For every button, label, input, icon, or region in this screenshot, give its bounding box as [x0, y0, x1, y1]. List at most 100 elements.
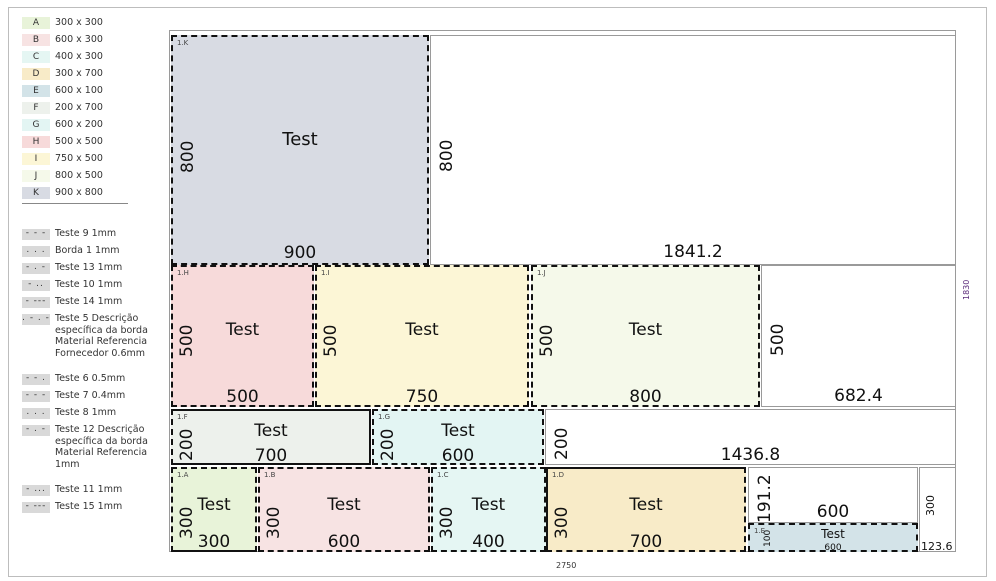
- edge-pattern-swatch: - ---: [22, 297, 50, 308]
- edge-label: Teste 6 0.5mm: [55, 373, 126, 384]
- piece-id: 1.B: [264, 471, 276, 479]
- edge-pattern-swatch: . . .: [22, 408, 50, 419]
- piece-height-dimension: 200: [177, 428, 197, 461]
- piece-width-dimension: 750: [405, 387, 439, 407]
- material-swatch: C: [22, 51, 50, 63]
- leftover-width-dimension: 682.4: [834, 386, 883, 406]
- material-swatch: J: [22, 170, 50, 182]
- piece-width-dimension: 600: [441, 446, 475, 466]
- piece-height-dimension: 100: [763, 529, 773, 547]
- leftover-height-dimension: 200: [552, 427, 572, 460]
- leftover-area: 123.6 300: [919, 467, 956, 553]
- leftover-area: 1841.2 800: [430, 35, 956, 265]
- edge-pattern-swatch: - ..: [22, 280, 50, 291]
- leftover-width-dimension: 123.6: [921, 540, 953, 553]
- edge-label: Teste 13 1mm: [55, 262, 123, 273]
- material-size: 800 x 500: [55, 170, 103, 181]
- material-size: 750 x 500: [55, 153, 103, 164]
- piece-label: Test: [821, 527, 845, 541]
- piece-height-dimension: 300: [177, 506, 197, 539]
- leftover-width-dimension: 600: [816, 502, 850, 522]
- edge-pattern-swatch: - - -: [22, 391, 50, 402]
- leftover-height-dimension: 300: [924, 495, 937, 516]
- edge-pattern-swatch: . . .: [22, 246, 50, 257]
- material-swatch: F: [22, 102, 50, 114]
- piece-1-h[interactable]: 1.H Test 500 500: [171, 265, 314, 407]
- piece-width-dimension: 300: [197, 532, 231, 552]
- drawing-frame: [8, 7, 987, 577]
- piece-width-dimension: 700: [629, 532, 663, 552]
- edge-label: Teste 7 0.4mm: [55, 390, 126, 401]
- piece-height-dimension: 500: [537, 324, 557, 357]
- material-swatch: H: [22, 136, 50, 148]
- piece-width-dimension: 900: [283, 243, 317, 263]
- piece-label: Test: [197, 495, 231, 515]
- piece-width-dimension: 700: [254, 446, 288, 466]
- leftover-width-dimension: 1841.2: [663, 242, 723, 262]
- piece-height-dimension: 500: [321, 324, 341, 357]
- edge-pattern-swatch: . - . -: [22, 313, 50, 325]
- piece-height-dimension: 300: [552, 506, 572, 539]
- leftover-width-dimension: 1436.8: [720, 445, 781, 465]
- material-swatch: D: [22, 68, 50, 80]
- material-swatch: K: [22, 187, 50, 199]
- material-size: 200 x 700: [55, 102, 103, 113]
- leftover-height-dimension: 800: [437, 139, 457, 172]
- edge-label: Teste 5 Descrição específica da borda Ma…: [55, 313, 148, 359]
- edge-label: Teste 9 1mm: [55, 228, 117, 239]
- piece-id: 1.D: [552, 471, 565, 479]
- edge-label: Teste 12 Descrição específica da borda M…: [55, 424, 148, 470]
- edge-pattern-swatch: - ...: [22, 485, 50, 496]
- piece-label: Test: [441, 421, 475, 441]
- material-size: 400 x 300: [55, 51, 103, 62]
- piece-label: Test: [282, 129, 318, 150]
- material-swatch: G: [22, 119, 50, 131]
- piece-1-d[interactable]: 1.D Test 700 300: [546, 467, 746, 552]
- edge-label: Teste 14 1mm: [55, 296, 123, 307]
- piece-label: Test: [254, 421, 288, 441]
- piece-height-dimension: 800: [178, 140, 198, 173]
- piece-id: 1.H: [177, 269, 189, 277]
- legend-divider: [22, 203, 128, 204]
- piece-id: 1.J: [537, 269, 546, 277]
- piece-label: Test: [327, 495, 361, 515]
- edge-label: Teste 10 1mm: [55, 279, 123, 290]
- piece-label: Test: [225, 320, 260, 340]
- piece-1-i[interactable]: 1.I Test 750 500: [315, 265, 529, 407]
- edge-pattern-swatch: - - .: [22, 374, 50, 385]
- material-size: 900 x 800: [55, 187, 103, 198]
- material-swatch: A: [22, 17, 50, 29]
- piece-width-dimension: 400: [472, 532, 505, 552]
- piece-id: 1.I: [321, 269, 330, 277]
- piece-width-dimension: 500: [226, 387, 259, 407]
- edge-label: Borda 1 1mm: [55, 245, 120, 256]
- edge-pattern-swatch: - . -: [22, 263, 50, 274]
- edge-pattern-swatch: - - -: [22, 229, 50, 240]
- material-size: 600 x 100: [55, 85, 103, 96]
- piece-label: Test: [629, 495, 663, 515]
- piece-id: 1.E: [754, 527, 766, 535]
- sheet-total-height: 1830: [962, 279, 971, 300]
- piece-height-dimension: 300: [437, 506, 457, 539]
- piece-height-dimension: 500: [177, 324, 197, 357]
- piece-id: 1.G: [378, 413, 391, 421]
- piece-id: 1.C: [437, 471, 449, 479]
- material-size: 600 x 300: [55, 34, 103, 45]
- piece-height-dimension: 300: [264, 506, 284, 539]
- material-size: 300 x 700: [55, 68, 103, 79]
- material-size: 600 x 200: [55, 119, 103, 130]
- piece-label: Test: [405, 320, 439, 340]
- piece-width-dimension: 800: [629, 387, 662, 407]
- edge-pattern-swatch: - . -: [22, 425, 50, 436]
- leftover-height-dimension: 191.2: [755, 474, 775, 523]
